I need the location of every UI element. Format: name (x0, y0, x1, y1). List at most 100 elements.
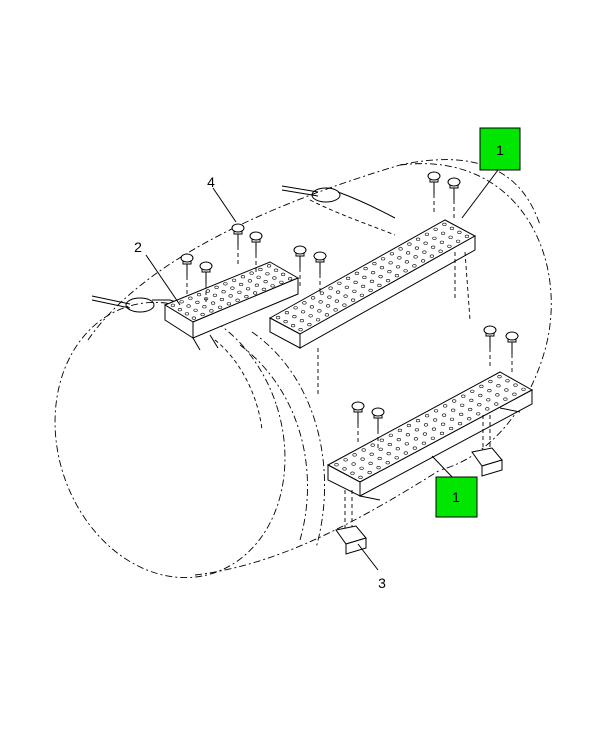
perforation-hole (416, 237, 421, 241)
perforation-hole (388, 261, 393, 265)
perforation-hole (449, 226, 455, 230)
perforation-hole (379, 438, 384, 442)
perforation-hole (497, 375, 502, 379)
perforation-hole (404, 442, 409, 446)
bolt (447, 177, 461, 220)
perforation-hole (214, 285, 219, 290)
perforation-hole (376, 466, 381, 470)
perforation-hole (386, 452, 391, 456)
perforation-hole (337, 281, 342, 285)
perforation-hole (458, 422, 463, 426)
bolt (249, 231, 263, 274)
perforation-hole (223, 282, 228, 286)
tank-strap-right (281, 185, 396, 219)
bolt (427, 171, 441, 214)
perforation-hole (232, 278, 237, 282)
perforation-hole (403, 269, 408, 273)
perforation-hole (362, 275, 367, 280)
perforation-hole (352, 289, 357, 293)
perforation-hole (423, 241, 428, 245)
perforation-hole (344, 285, 350, 289)
perforation-hole (464, 234, 470, 238)
perforation-hole (405, 433, 411, 437)
perforation-hole (521, 387, 526, 391)
perforation-hole (496, 384, 501, 388)
perforation-hole (476, 412, 481, 416)
callout-1-upper: 1 (479, 127, 521, 171)
callout-4-label: 4 (207, 174, 215, 190)
perforation-hole (343, 294, 348, 298)
perforation-hole (406, 251, 411, 255)
perforation-hole (424, 232, 430, 236)
perforation-hole (431, 427, 437, 431)
perforation-hole (385, 461, 390, 465)
callout-2-label: 2 (134, 239, 142, 255)
perforation-hole (395, 447, 400, 451)
perforation-hole (387, 442, 392, 447)
perforation-hole (258, 267, 263, 272)
callout-1-upper-label: 1 (496, 142, 504, 158)
perforation-hole (381, 257, 386, 261)
perforation-hole (459, 412, 464, 417)
perforation-hole (319, 291, 325, 295)
perforation-hole (177, 308, 182, 312)
perforation-hole (456, 239, 461, 243)
perforation-hole (336, 290, 341, 294)
leader-lines (145, 169, 499, 571)
perforation-hole (513, 383, 518, 387)
perforation-hole (326, 304, 331, 308)
perforation-hole (467, 417, 472, 421)
bolt (371, 407, 385, 450)
perforation-hole (415, 419, 421, 423)
perforation-hole (434, 409, 439, 413)
bolt (180, 253, 194, 296)
perforation-hole (309, 305, 315, 309)
perforation-hole (421, 259, 426, 263)
perforation-hole (505, 379, 510, 383)
perforation-hole (226, 302, 231, 306)
perforation-hole (371, 271, 376, 275)
perforation-hole (327, 295, 332, 299)
perforation-hole (360, 457, 365, 461)
perforation-hole (200, 312, 205, 317)
perforation-hole (369, 452, 374, 456)
perforation-hole (396, 438, 401, 442)
perforation-hole (279, 280, 284, 284)
perforation-hole (193, 308, 198, 312)
perforation-hole (407, 242, 412, 246)
perforation-hole (218, 305, 223, 309)
perforation-hole (230, 286, 235, 290)
perforation-hole (432, 236, 437, 240)
perforation-hole (274, 268, 279, 272)
perforation-hole (333, 308, 338, 312)
perforation-hole (439, 240, 445, 244)
perforation-hole (387, 270, 392, 274)
perforation-hole (379, 266, 385, 270)
perforation-hole (191, 316, 196, 320)
perforation-hole (249, 271, 254, 275)
perforation-hole (448, 235, 453, 239)
perforation-hole (414, 428, 420, 432)
perforation-hole (438, 249, 443, 253)
perforation-hole (372, 262, 377, 266)
perforation-hole (359, 466, 364, 470)
perforation-hole (291, 324, 296, 328)
perforation-hole (431, 245, 436, 249)
perforation-hole (292, 315, 297, 319)
perforation-hole (288, 277, 293, 281)
perforation-hole (433, 227, 438, 231)
perforation-hole (406, 423, 412, 428)
perforation-hole (353, 280, 358, 285)
perforation-hole (478, 393, 483, 398)
perforation-hole (487, 389, 492, 393)
perforation-hole (202, 305, 207, 309)
perforation-hole (394, 274, 400, 278)
perforation-hole (351, 298, 356, 302)
perforation-hole (450, 417, 455, 421)
perforation-hole (504, 388, 509, 392)
perforation-hole (170, 303, 175, 307)
perforation-hole (494, 402, 499, 406)
perforation-hole (197, 293, 202, 297)
perforation-hole (205, 289, 210, 293)
